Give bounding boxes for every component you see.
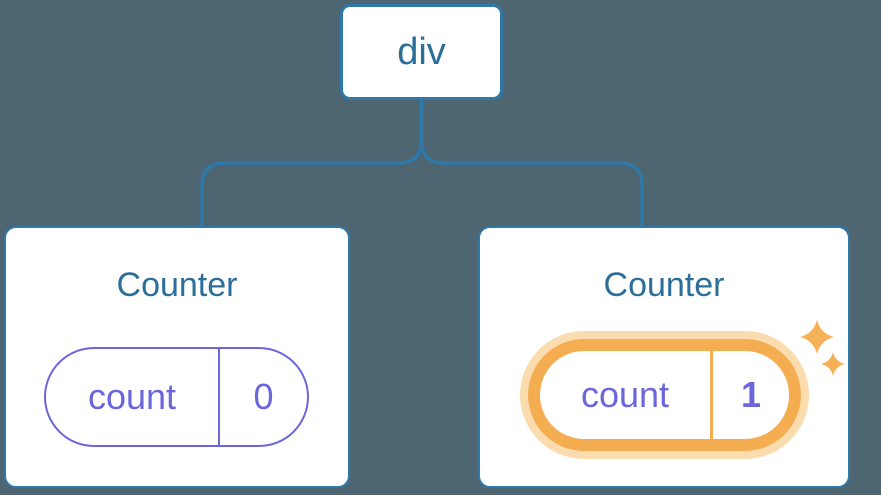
counter-card-left: Counter count 0: [4, 226, 350, 488]
state-pill: count 1: [540, 351, 789, 439]
state-key: count: [46, 349, 220, 445]
state-pill-highlight-ring: count 1: [528, 339, 801, 451]
root-node-label: div: [397, 30, 446, 73]
connector-root-to-right-child: [419, 99, 644, 228]
state-pill-highlight-halo: count 1: [520, 331, 809, 459]
state-value: 1: [740, 374, 762, 415]
state-pill: count 0: [44, 347, 309, 447]
connector-root-to-left-child: [200, 99, 424, 228]
root-node-div: div: [340, 4, 503, 100]
counter-card-right: Counter count 1: [478, 226, 850, 488]
state-key: count: [540, 351, 713, 439]
component-title: Counter: [116, 266, 238, 304]
state-value: 0: [253, 376, 274, 417]
component-title: Counter: [603, 266, 725, 304]
